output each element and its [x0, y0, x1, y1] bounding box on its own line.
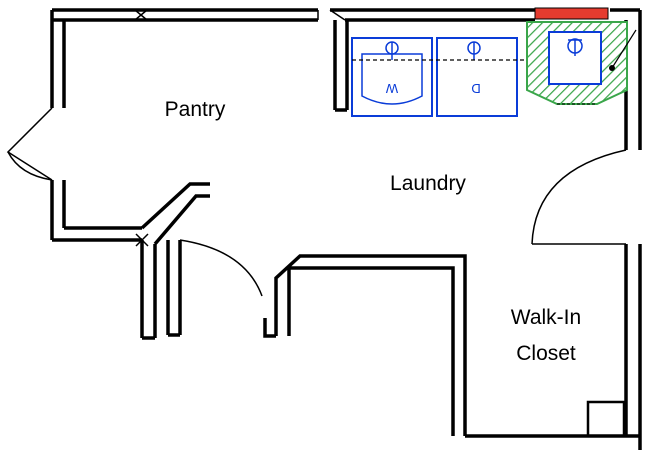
hall-wall-left [142, 240, 182, 340]
washer-icon: W [351, 37, 433, 117]
wall-markers [134, 9, 346, 247]
right-wall [624, 10, 642, 150]
closet-cabinet [586, 400, 626, 438]
pantry-angled-wall [140, 182, 210, 338]
room-label-closet-line2: Closet [516, 342, 576, 365]
top-wall-right [330, 8, 535, 22]
room-label-closet-line1: Walk-In [511, 306, 581, 329]
top-wall [52, 8, 318, 22]
walls [50, 8, 642, 450]
pantry-bottom-wall [52, 226, 142, 242]
dryer-letter: D [471, 81, 480, 96]
door-swing-icon [531, 149, 627, 245]
wall-tick [317, 9, 346, 21]
room-label-pantry: Pantry [165, 98, 226, 121]
right-wall-lower [624, 244, 642, 450]
dryer-icon: D [436, 37, 518, 117]
sink-icon [526, 21, 637, 105]
door-swing-icon [6, 107, 53, 181]
window-icon [135, 233, 149, 247]
hall-wall-right [263, 254, 467, 436]
pantry-left-wall-lower [50, 180, 66, 240]
laundry-partition [333, 20, 349, 112]
door-swing-icon [179, 239, 263, 297]
pantry-left-wall [50, 10, 66, 108]
window-icon [534, 7, 609, 20]
room-label-laundry: Laundry [390, 172, 466, 195]
window-icon [134, 9, 148, 21]
washer-letter: W [385, 81, 398, 96]
